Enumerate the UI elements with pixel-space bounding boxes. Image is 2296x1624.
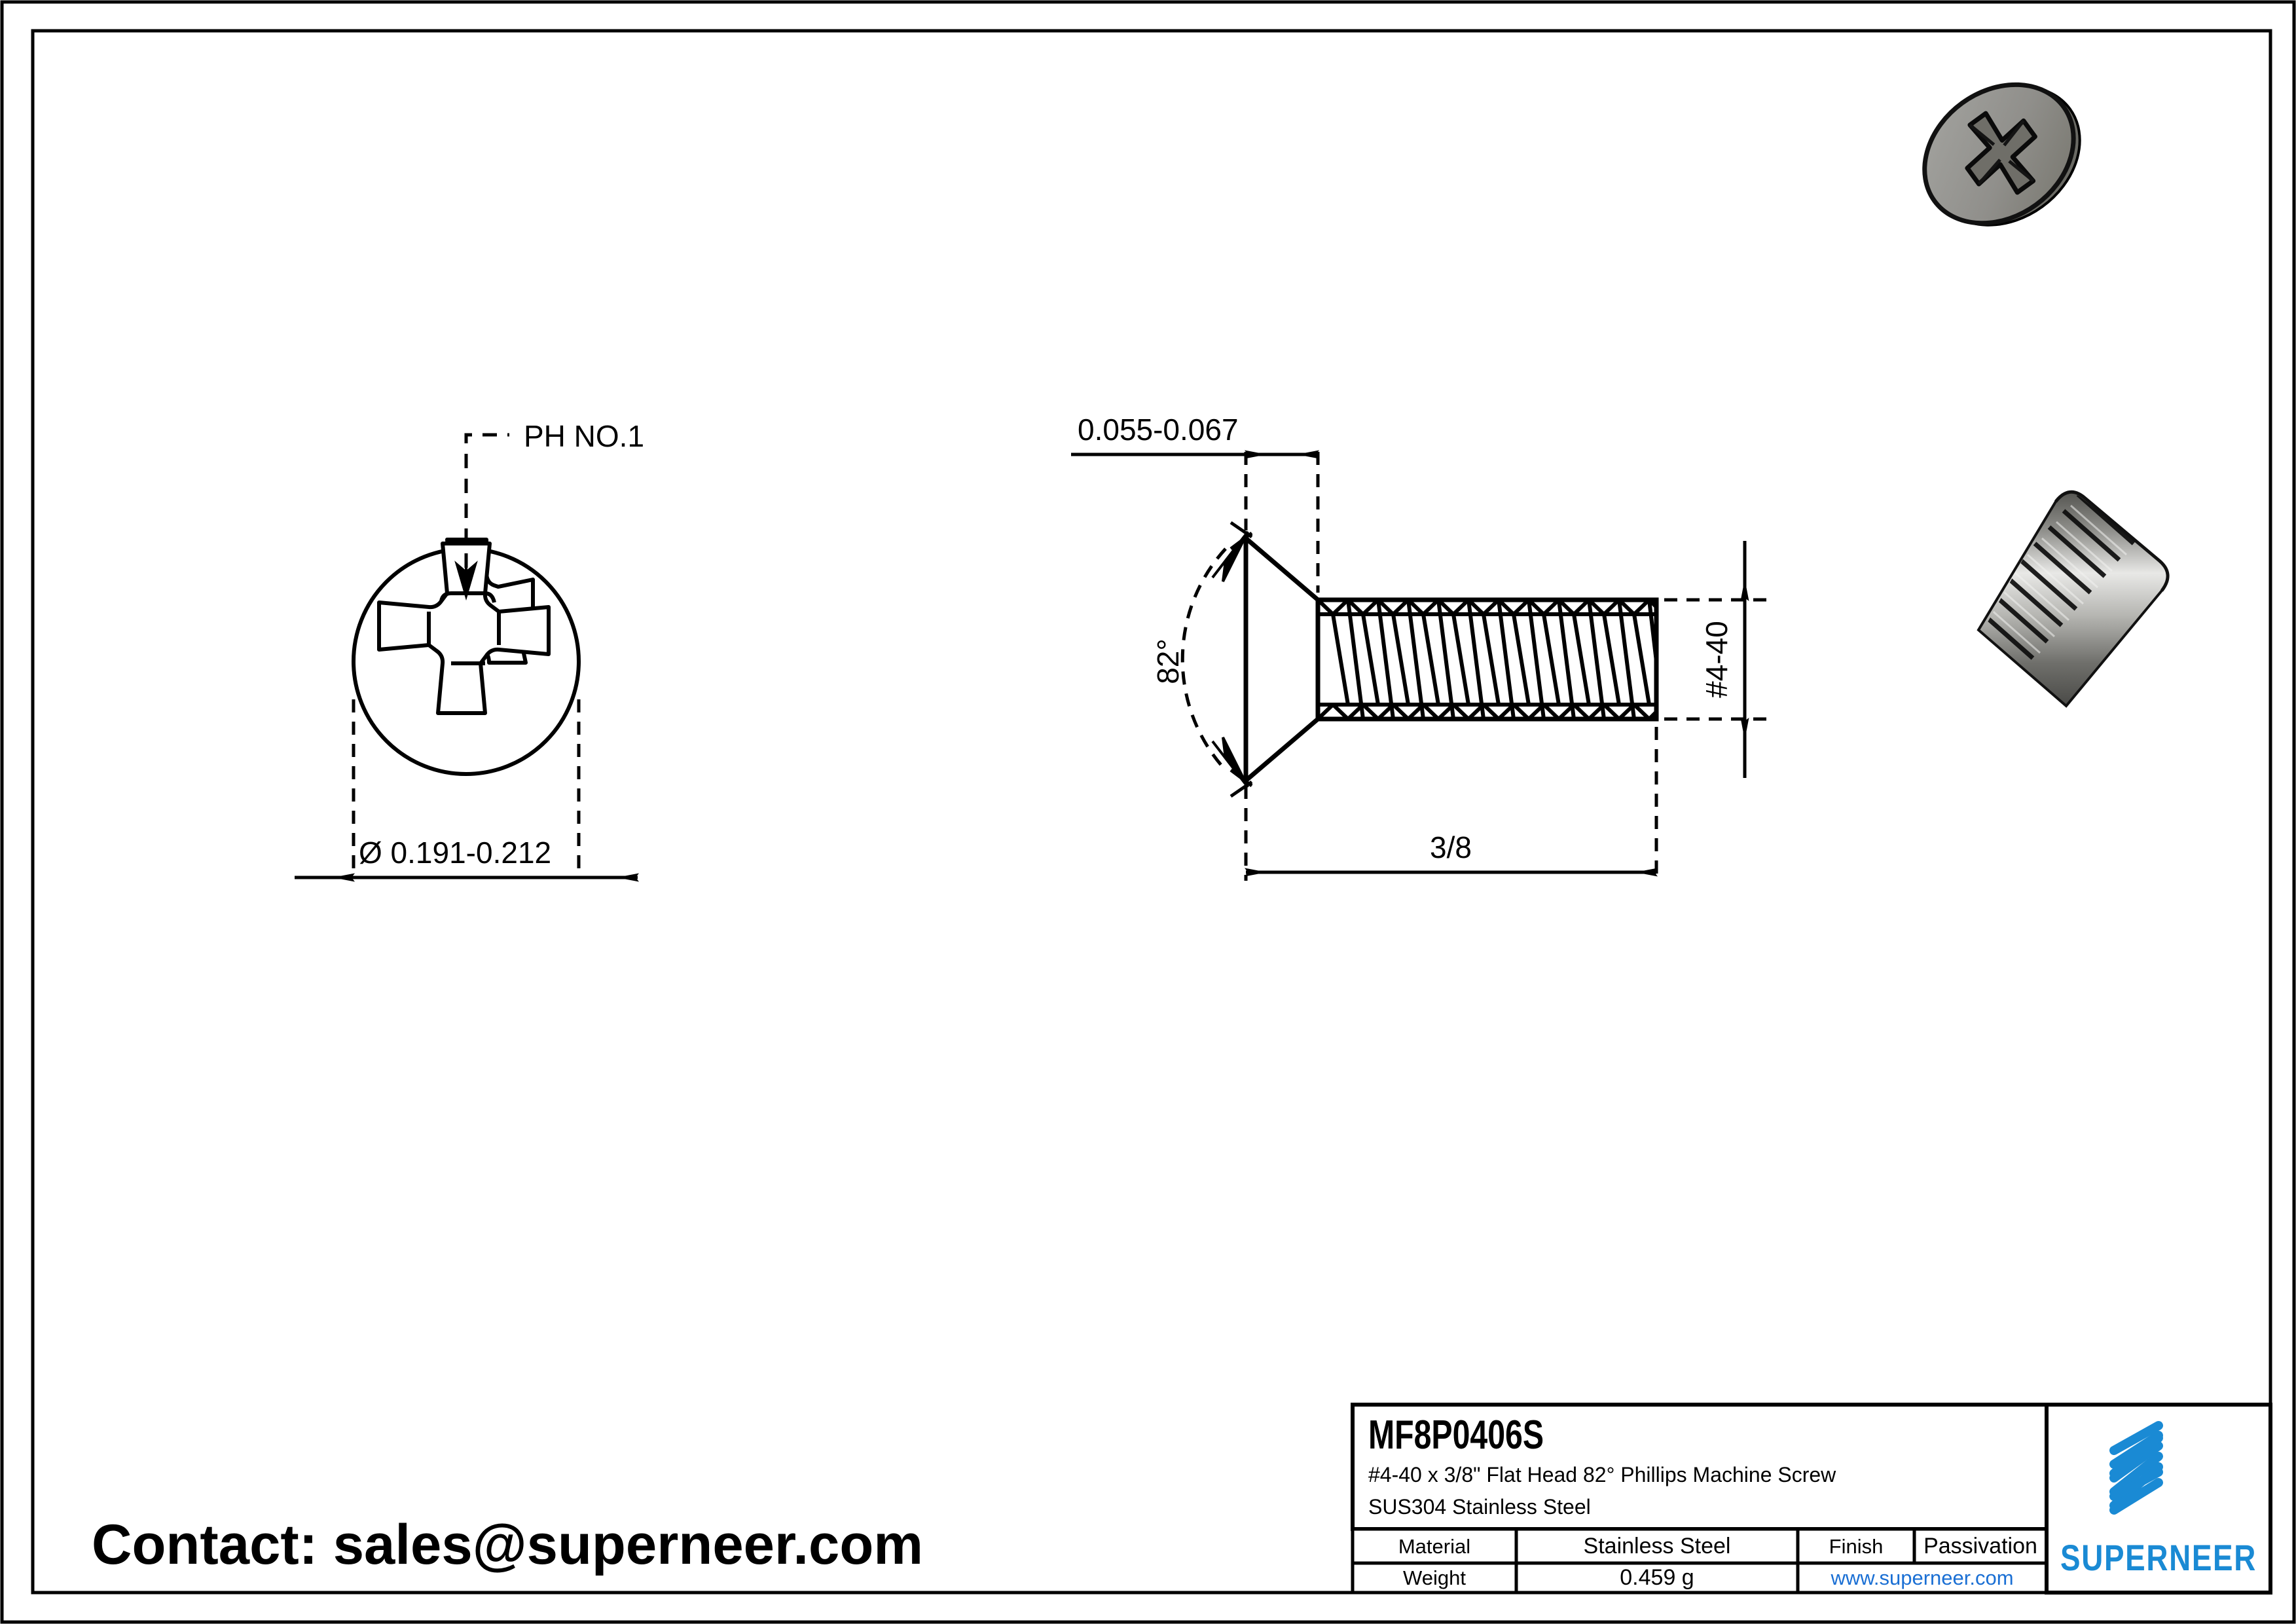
length-dimension-text: 3/8 <box>1430 830 1472 864</box>
thread-dimension-text: #4-40 <box>1700 621 1734 698</box>
finish-value: Passivation <box>1923 1534 2037 1559</box>
head-height-extension-lines <box>1244 452 1320 593</box>
brand-wordmark: SUPERNEER <box>2060 1537 2257 1578</box>
thread-core-lines <box>1318 612 1656 707</box>
head-angle-arc <box>1180 547 1227 771</box>
head-height-dimension-text: 0.055-0.067 <box>1078 413 1239 447</box>
thread-profile <box>1316 598 1658 721</box>
phillips-cross <box>377 542 551 715</box>
thread-dia-extension-lines <box>1664 598 1768 721</box>
screw-head-profile <box>1243 536 1321 783</box>
website-link[interactable]: www.superneer.com <box>1830 1566 2013 1589</box>
description-line-1: #4-40 x 3/8" Flat Head 82° Phillips Mach… <box>1368 1463 1836 1486</box>
description-line-2: SUS304 Stainless Steel <box>1368 1495 1591 1519</box>
weight-label: Weight <box>1403 1566 1466 1589</box>
iso-screw-render <box>1922 82 2170 708</box>
ph-callout-text: PH NO.1 <box>524 419 644 453</box>
head-angle-dimension-text: 82° <box>1151 638 1185 684</box>
weight-value: 0.459 g <box>1620 1565 1694 1590</box>
end-view: PH NO.1 Ø 0.191-0.212 <box>295 419 644 882</box>
head-angle-arrows <box>1211 530 1249 788</box>
diameter-extension-lines <box>352 699 581 871</box>
part-number-text: MF8P0406S <box>1368 1412 1544 1458</box>
contact-text: Contact: sales@superneer.com <box>92 1513 923 1576</box>
material-label: Material <box>1398 1535 1470 1558</box>
superneer-logo-bars-lower <box>2109 1467 2163 1515</box>
title-block: MF8P0406S #4-40 x 3/8" Flat Head 82° Phi… <box>1351 1403 2272 1595</box>
head-diameter-dimension-text: Ø 0.191-0.212 <box>359 836 551 870</box>
head-angle-tick-marks <box>1230 521 1253 798</box>
sheet-inner-frame <box>31 29 2272 1595</box>
side-view: 0.055-0.067 82° <box>1071 413 1768 881</box>
finish-label: Finish <box>1829 1535 1884 1558</box>
material-value: Stainless Steel <box>1584 1534 1731 1559</box>
length-extension-lines <box>1244 727 1658 881</box>
ph-callout-leader <box>454 433 509 601</box>
